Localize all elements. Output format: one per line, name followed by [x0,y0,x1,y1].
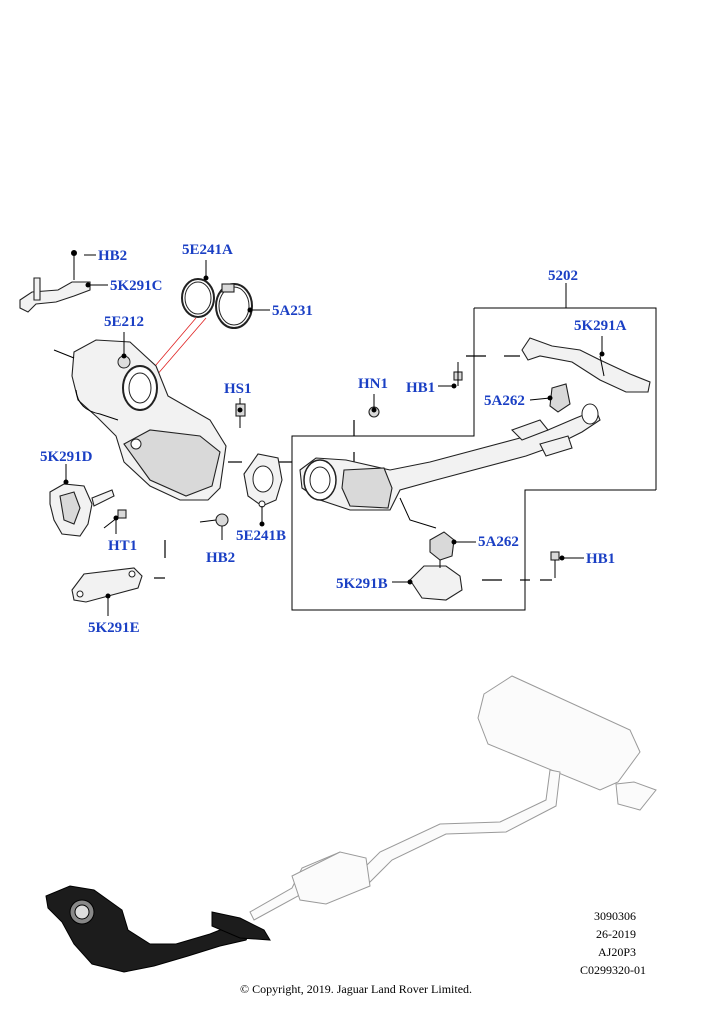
heat-shield-5k291e [71,567,143,603]
stud-hs1 [235,398,246,428]
label-5a262-lower: 5A262 [478,534,519,550]
bracket-5k291d [49,464,115,537]
label-5k291b: 5K291B [336,576,388,592]
label-5k291d: 5K291D [40,449,93,465]
ref-line-4: C0299320-01 [580,963,646,977]
label-5202: 5202 [548,268,578,284]
front-pipe-assembly [299,403,601,529]
clamp-5a231 [215,283,253,329]
ref-line-2: 26-2019 [596,927,636,941]
ref-line-3: AJ20P3 [598,945,636,959]
group-5202-outline [291,283,657,611]
label-hb1-left: HB1 [406,380,435,396]
isolator-5a262-lower [429,531,455,561]
label-5a231: 5A231 [272,303,313,319]
bolt-hb1-left [453,362,463,386]
copyright-notice: © Copyright, 2019. Jaguar Land Rover Lim… [240,982,472,996]
bolt-hb2-bottom [199,513,229,540]
label-hb2-bottom: HB2 [206,550,235,566]
gasket-5e241a [181,278,215,318]
label-hs1: HS1 [224,381,252,397]
label-5k291e: 5K291E [88,620,140,636]
ref-line-1: 3090306 [594,909,636,923]
callout-labels: HB2 5K291C 5E241A 5A231 5E212 HS1 HN1 HB… [40,242,627,636]
catalytic-converter-5e212 [53,339,227,501]
bolt-hb1-right [550,551,560,578]
label-5e212: 5E212 [104,314,144,330]
label-ht1: HT1 [108,538,137,554]
label-hb2-top: HB2 [98,248,127,264]
bracket-5k291a [521,337,651,393]
reference-block: 3090306 26-2019 AJ20P3 C0299320-01 [580,909,646,977]
label-hb1-right: HB1 [586,551,615,567]
label-hn1: HN1 [358,376,388,392]
gasket-5e241b [243,453,283,524]
bracket-5k291c [19,250,91,313]
label-5k291a: 5K291A [574,318,627,334]
label-5k291c: 5K291C [110,278,163,294]
dashed-connectors [154,355,552,581]
fastener-ht1 [103,509,127,529]
label-5a262-upper: 5A262 [484,393,525,409]
label-5e241b: 5E241B [236,528,286,544]
bracket-5k291b [409,560,463,601]
label-5e241a: 5E241A [182,242,233,258]
exhaust-locator-illustration [45,675,657,973]
isolator-5a262-upper [549,383,571,413]
